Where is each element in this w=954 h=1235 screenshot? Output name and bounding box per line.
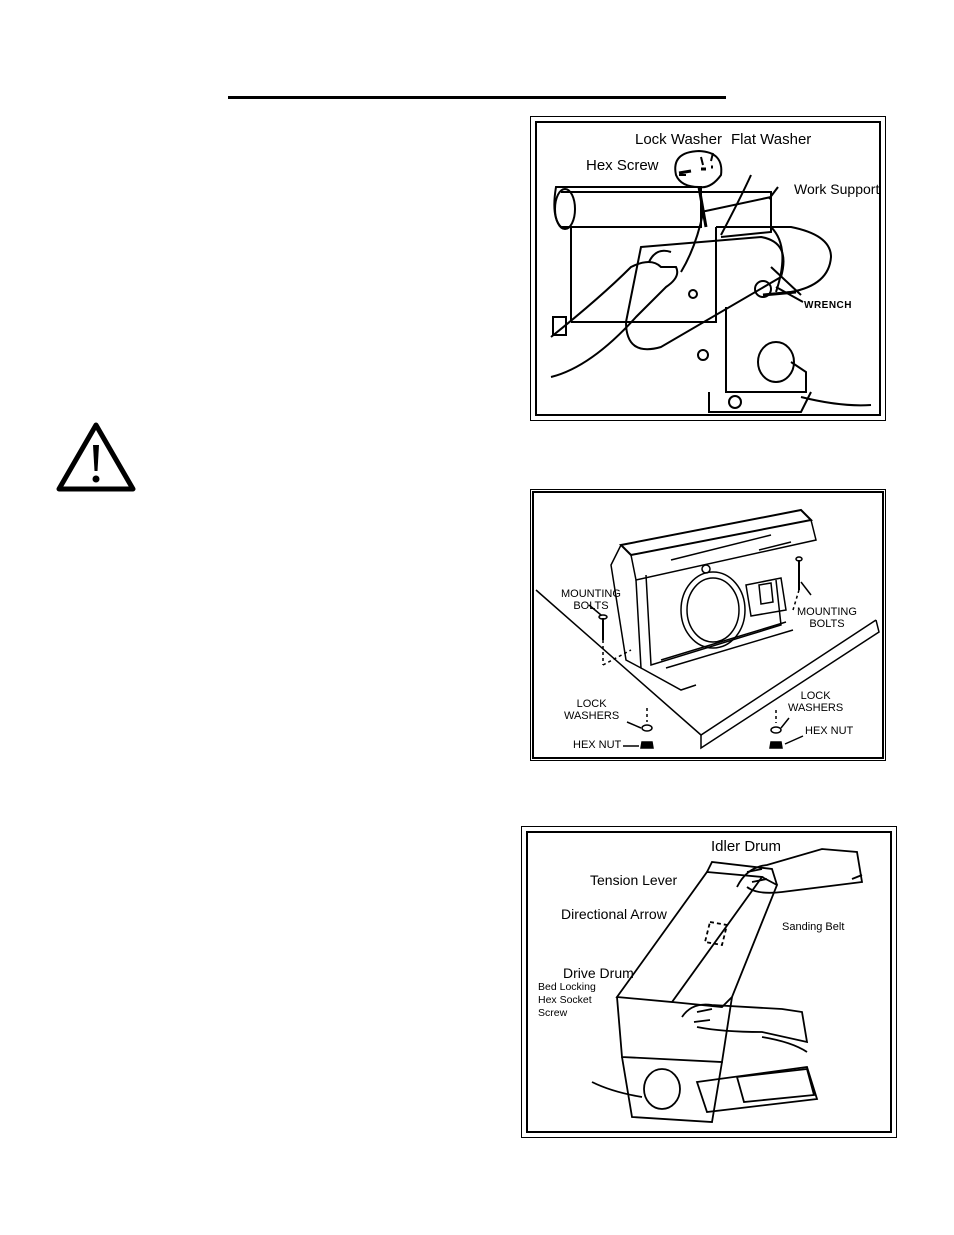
label-mounting-bolts-left: MOUNTING BOLTS <box>561 588 621 612</box>
label-mounting-bolts-right: MOUNTING BOLTS <box>797 606 857 630</box>
label-hex-nut-right: HEX NUT <box>805 725 853 737</box>
figure-work-support: Lock Washer Flat Washer Hex Screw Work S… <box>530 116 886 421</box>
figure-work-support-drawing <box>531 117 887 422</box>
label-hex-screw: Hex Screw <box>586 157 659 174</box>
label-directional-arrow: Directional Arrow <box>561 906 667 922</box>
label-tension-lever: Tension Lever <box>590 872 677 888</box>
label-wrench: WRENCH <box>804 300 852 311</box>
label-lock-washers-left: LOCK WASHERS <box>564 698 619 722</box>
label-bed-locking-screw: Bed Locking Hex Socket Screw <box>538 981 596 1020</box>
label-work-support: Work Support <box>794 181 879 197</box>
label-sanding-belt: Sanding Belt <box>782 921 844 933</box>
label-lock-washers-right: LOCK WASHERS <box>788 690 843 714</box>
label-hex-nut-left: HEX NUT <box>573 739 621 751</box>
heading-rule <box>228 96 726 99</box>
label-lock-washer: Lock Washer <box>635 131 722 148</box>
figure-sanding-belt: Idler Drum Tension Lever Directional Arr… <box>521 826 897 1138</box>
label-drive-drum: Drive Drum <box>563 965 634 981</box>
warning-triangle-icon <box>55 421 137 493</box>
label-idler-drum: Idler Drum <box>711 838 781 855</box>
label-flat-washer: Flat Washer <box>731 131 811 148</box>
figure-mounting: MOUNTING BOLTS MOUNTING BOLTS LOCK WASHE… <box>530 489 886 761</box>
